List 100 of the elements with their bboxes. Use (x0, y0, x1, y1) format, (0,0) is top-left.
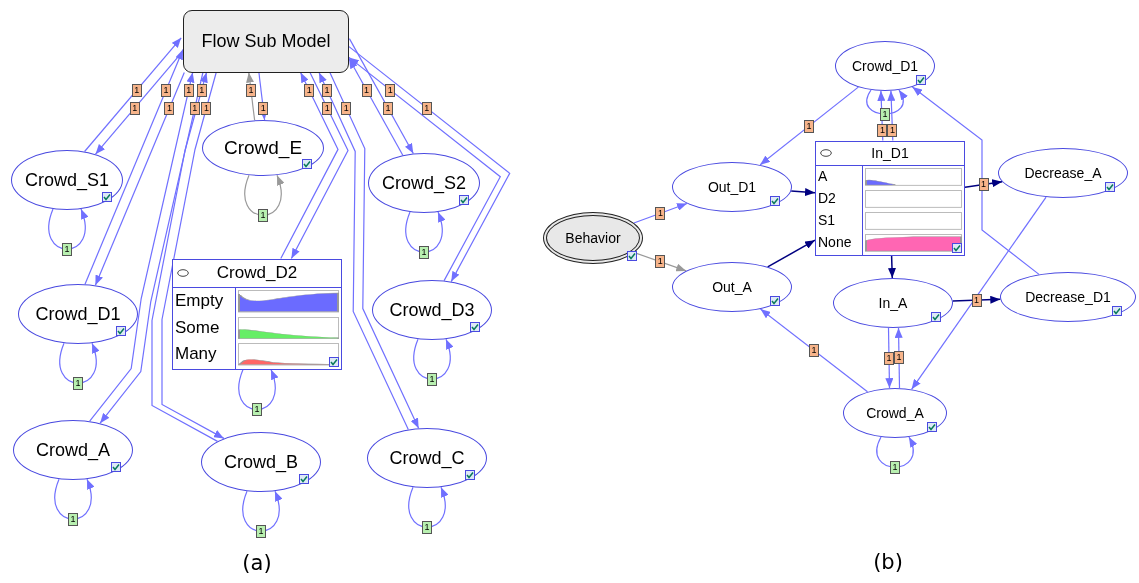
node-table (172, 258, 342, 370)
edge-label: 1 (73, 376, 83, 390)
loop-arrow (405, 211, 445, 253)
arrow (290, 71, 349, 260)
loop-arrow (48, 208, 88, 250)
state-label: Empty (175, 290, 224, 312)
edge-label: 1 (164, 101, 175, 115)
edge-label: 1 (183, 83, 194, 97)
arrow (911, 86, 1040, 275)
edge-label: 1 (245, 83, 256, 97)
loop-arrow (242, 490, 282, 532)
arrow (759, 86, 859, 166)
arrow (766, 239, 816, 268)
edge-label: 1 (322, 101, 333, 115)
edge-label: 1 (161, 83, 172, 97)
arrow (348, 57, 404, 156)
node-ellipse (11, 150, 123, 210)
edge-label: 1 (62, 242, 72, 256)
arrow (885, 327, 894, 389)
node-ellipse (18, 284, 138, 344)
node-label: Crowd_A (866, 405, 924, 421)
arrow (84, 37, 182, 153)
edge-label: 1 (422, 520, 432, 534)
node-label: Crowd_B (224, 451, 298, 473)
edge-label: 1 (655, 255, 666, 269)
arrow (633, 202, 688, 224)
edge-label: 1 (341, 101, 352, 115)
node-ellipse (543, 212, 643, 264)
node-label: Crowd_A (36, 439, 110, 461)
node-label: Out_A (712, 279, 752, 295)
state-label: Many (175, 343, 217, 365)
arrow (161, 71, 225, 439)
node-label: Decrease_D1 (1025, 289, 1111, 305)
edge-label: 1 (809, 343, 819, 357)
arrow (348, 38, 414, 155)
arrow (99, 71, 204, 424)
node-label: In_A (878, 295, 908, 311)
node-label: Crowd_D1 (851, 58, 919, 74)
node-label: Out_D1 (707, 179, 757, 195)
edge-label: 1 (978, 177, 989, 191)
node-ellipse (368, 153, 480, 213)
node-title: Crowd_D2 (216, 263, 298, 283)
edge-label: 1 (427, 372, 437, 386)
arrow (94, 71, 185, 286)
edge-label: 1 (383, 101, 393, 115)
node-label: Behavior (565, 230, 621, 246)
edge-label: 1 (129, 101, 140, 115)
edge-label: 1 (880, 107, 890, 121)
edge-label: 1 (252, 403, 262, 416)
edge-label: 1 (890, 460, 900, 474)
edge-label: 1 (385, 83, 396, 97)
edge-label: 1 (971, 293, 982, 307)
arrow (911, 196, 1047, 390)
edge-label: 1 (131, 83, 142, 97)
edge-label: 1 (419, 245, 429, 259)
edge-label: 1 (655, 206, 666, 220)
arrow (952, 295, 1002, 304)
node-label: Crowd_E (223, 137, 303, 159)
node-label: Crowd_S2 (381, 172, 466, 194)
arrow (151, 71, 219, 442)
node-label: Crowd_D3 (389, 299, 475, 321)
edge-label: 1 (884, 351, 894, 365)
loop-arrow (238, 368, 278, 410)
submodel-box (183, 9, 349, 73)
state-label: Some (175, 316, 220, 339)
edge-label: 1 (304, 83, 315, 97)
edge-label: 1 (68, 512, 78, 526)
loop-arrow (866, 89, 908, 115)
loop-arrow (244, 174, 284, 216)
arrow (790, 188, 816, 197)
arrow (318, 71, 409, 431)
loop-arrow (59, 342, 99, 384)
node-ellipse (372, 280, 492, 340)
state-label: D2 (818, 188, 836, 208)
edge-label: 1 (887, 124, 898, 138)
arrow (84, 49, 184, 285)
node-label: Crowd_D1 (35, 303, 121, 325)
loop-arrow (54, 478, 94, 520)
edge-label: 1 (189, 101, 200, 115)
arrow (894, 327, 903, 389)
state-label: S1 (818, 210, 836, 230)
panel-caption: (b) (873, 550, 903, 574)
node-label: Crowd_C (389, 447, 465, 469)
loop-arrow (408, 486, 448, 528)
arrow (964, 179, 1003, 188)
loop-arrow (413, 338, 453, 380)
state-label: A (818, 167, 828, 186)
edge-label: 1 (421, 101, 432, 115)
edge-label: 1 (196, 83, 207, 97)
node-title: In_D1 (871, 145, 909, 161)
node-label: Flow Sub Model (201, 30, 331, 52)
edge-label: 1 (322, 83, 333, 97)
edge-label: 1 (361, 83, 372, 97)
edge-label: 1 (256, 524, 266, 538)
node-ellipse (202, 120, 324, 176)
arrow (888, 254, 896, 279)
node-table (815, 140, 965, 256)
arrow (89, 71, 195, 422)
edge-label: 1 (258, 101, 269, 115)
state-label: None (818, 232, 852, 252)
